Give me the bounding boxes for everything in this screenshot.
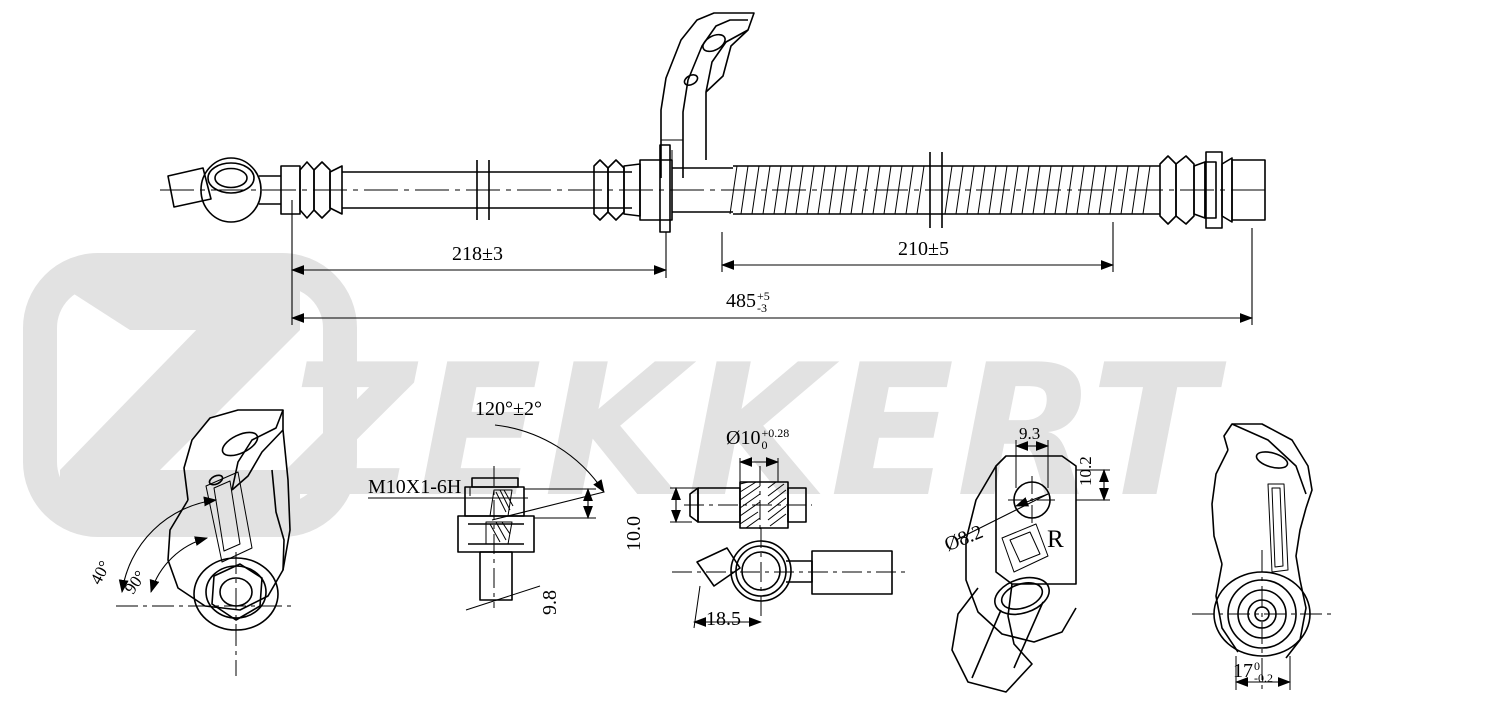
dim-485-tol-lower: -3 (757, 301, 767, 316)
left-bracket-detail (116, 409, 296, 676)
dim-label-9-3: 9.3 (1019, 424, 1041, 443)
dim-485-tol-upper: +5 (757, 289, 770, 304)
far-right-bracket-detail (1192, 423, 1332, 692)
dimension-lines (290, 200, 1254, 325)
thread-fitting-detail (368, 424, 605, 611)
dim-485-value: 485 (726, 290, 756, 312)
main-hose-assembly (160, 144, 1266, 233)
right-bracket-detail (951, 440, 1110, 693)
dim-17-tol-upper: 0 (1254, 659, 1260, 674)
bore-tol-upper: +0.28 (761, 426, 790, 441)
side-marking-label: R (1047, 526, 1064, 553)
dim-17-tol-lower: -0.2 (1254, 671, 1273, 686)
bore-dia-value: Ø10 (726, 427, 761, 449)
bore-tol-lower: 0 (761, 438, 768, 453)
dim-label-18-5: 18.5 (706, 608, 741, 630)
dim-17-value: 17 (1233, 660, 1253, 682)
dim-label-218: 218±3 (452, 243, 503, 265)
angle-120-label: 120°±2° (475, 398, 542, 420)
dim-label-10-2: 10.2 (1076, 456, 1095, 486)
thread-callout-label: M10X1-6H (368, 476, 462, 498)
banjo-fitting-detail (670, 457, 908, 629)
assembly-bracket (660, 12, 755, 178)
dim-label-210: 210±5 (898, 238, 949, 260)
dim-label-9-8: 9.8 (539, 590, 561, 615)
dim-label-485: 485+5-3 (726, 290, 770, 314)
dim-label-10-0: 10.0 (623, 516, 645, 551)
